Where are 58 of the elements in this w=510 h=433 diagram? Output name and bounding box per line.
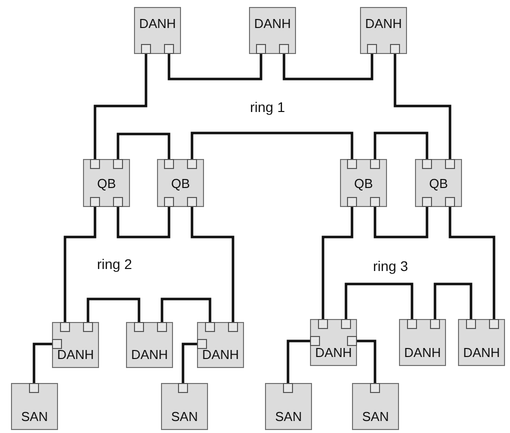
connection-line xyxy=(116,132,170,159)
ring-label: ring 1 xyxy=(250,99,286,115)
device-label: SAN xyxy=(362,410,389,423)
device-label: QB xyxy=(97,176,116,190)
connection-line xyxy=(286,340,310,383)
device-label: QB xyxy=(354,176,373,190)
ring-label: ring 2 xyxy=(97,256,132,272)
device-label: DANH xyxy=(254,17,291,30)
connection-line xyxy=(190,132,354,159)
device-box xyxy=(265,383,312,430)
device-label: DANH xyxy=(365,17,402,30)
device-box xyxy=(310,319,357,366)
device-box xyxy=(352,383,399,430)
device-box xyxy=(157,159,204,207)
device-box xyxy=(360,7,407,54)
connection-line xyxy=(394,54,452,159)
device-box xyxy=(249,7,296,54)
connection-line xyxy=(86,298,140,322)
connection-line xyxy=(190,207,234,322)
device-label: DANH xyxy=(404,346,441,359)
connection-line xyxy=(374,207,428,238)
device-label: QB xyxy=(171,176,190,190)
connection-line xyxy=(64,207,96,322)
device-label: SAN xyxy=(21,410,48,423)
device-label: DANH xyxy=(131,348,168,361)
device-box xyxy=(399,319,446,366)
device-box xyxy=(52,322,99,368)
connection-line xyxy=(322,207,354,319)
connection-line xyxy=(182,342,197,383)
connection-line xyxy=(357,340,376,383)
connection-line xyxy=(282,54,374,80)
device-box xyxy=(126,322,173,368)
device-box xyxy=(134,7,181,54)
connection-line xyxy=(94,54,148,159)
connection-line xyxy=(168,54,262,80)
device-label: DANH xyxy=(57,348,94,361)
device-box xyxy=(340,159,387,207)
ring-label: ring 3 xyxy=(373,258,408,274)
connection-line xyxy=(434,282,472,319)
device-box xyxy=(83,159,130,207)
connection-line xyxy=(116,207,170,238)
device-box xyxy=(197,322,244,368)
device-label: DANH xyxy=(202,348,239,361)
connection-line xyxy=(32,342,52,383)
device-label: DANH xyxy=(315,346,352,359)
device-label: SAN xyxy=(275,410,302,423)
connection-line xyxy=(344,282,414,319)
connection-line xyxy=(160,298,212,322)
device-box xyxy=(11,383,58,430)
connection-line xyxy=(374,132,428,159)
device-label: SAN xyxy=(171,410,198,423)
device-label: DANH xyxy=(463,346,500,359)
device-box xyxy=(415,159,462,207)
connection-line xyxy=(448,207,496,319)
device-label: DANH xyxy=(139,17,176,30)
device-box xyxy=(458,319,505,366)
device-box xyxy=(161,383,208,430)
device-label: QB xyxy=(429,176,448,190)
